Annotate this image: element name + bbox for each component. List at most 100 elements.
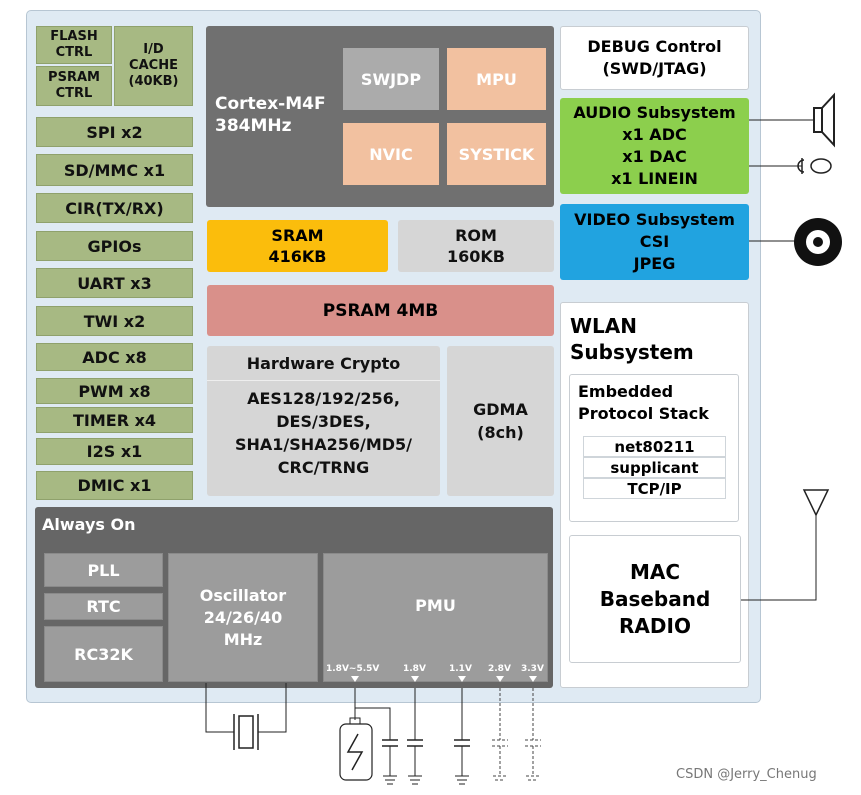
mpu-block: MPU	[447, 48, 546, 110]
protocol-stack-line-1: Embedded	[578, 382, 674, 401]
swjdp-block: SWJDP	[343, 48, 439, 110]
speaker-icon	[813, 92, 835, 148]
peripheral-block: CIR(TX/RX)	[36, 193, 193, 223]
pmu-label: PMU	[415, 596, 456, 615]
gdma-label: GDMA	[473, 400, 528, 419]
voltage-label: 2.8V	[488, 664, 511, 674]
voltage-label: 1.1V	[449, 664, 472, 674]
peripheral-block: TIMER x4	[36, 407, 193, 433]
debug-interfaces: (SWD/JTAG)	[602, 59, 707, 78]
nvic-block: NVIC	[343, 123, 439, 185]
watermark: CSDN @Jerry_Chenug	[676, 767, 817, 782]
oscillator-unit: MHz	[223, 629, 263, 649]
peripheral-block: SD/MMC x1	[36, 154, 193, 186]
debug-control-block: DEBUG Control (SWD/JTAG)	[560, 26, 749, 90]
cache-label: I/D CACHE (40KB)	[128, 42, 179, 89]
gdma-block: GDMA (8ch)	[447, 346, 554, 496]
systick-block: SYSTICK	[447, 123, 546, 185]
camera-lens-icon	[794, 218, 842, 266]
rc32k-block: RC32K	[44, 626, 163, 682]
video-title: VIDEO Subsystem	[574, 210, 735, 229]
flash-ctrl-block: FLASH CTRL	[36, 26, 112, 64]
peripheral-block: I2S x1	[36, 438, 193, 465]
psram-label: PSRAM 4MB	[322, 300, 439, 321]
audio-dac: x1 DAC	[622, 147, 687, 166]
peripheral-block: SPI x2	[36, 117, 193, 147]
capacitor-icon	[407, 739, 423, 785]
radio-label: RADIO	[619, 613, 691, 638]
stack-item-tcpip: TCP/IP	[583, 478, 726, 499]
crypto-line-3: SHA1/SHA256/MD5/	[235, 435, 412, 454]
debug-title: DEBUG Control	[587, 37, 722, 56]
peripheral-block: GPIOs	[36, 231, 193, 261]
audio-linein: x1 LINEIN	[611, 169, 698, 188]
pll-block: PLL	[44, 553, 163, 587]
core-title: Cortex-M4F 384MHz	[215, 93, 326, 137]
voltage-label: 3.3V	[521, 664, 544, 674]
stack-item-supplicant: supplicant	[583, 457, 726, 478]
peripheral-block: DMIC x1	[36, 471, 193, 500]
audio-adc: x1 ADC	[622, 125, 687, 144]
video-jpeg: JPEG	[633, 254, 676, 273]
crypto-line-2: DES/3DES,	[276, 412, 371, 431]
sram-size: 416KB	[268, 247, 327, 266]
battery-icon	[339, 717, 373, 781]
always-on-title: Always On	[42, 515, 136, 534]
peripheral-block: TWI x2	[36, 306, 193, 336]
gdma-channels: (8ch)	[477, 423, 524, 442]
swjdp-label: SWJDP	[360, 69, 422, 89]
wlan-title-line-2: Subsystem	[570, 340, 694, 364]
rom-label: ROM	[455, 226, 497, 245]
oscillator-label: Oscillator	[199, 585, 287, 605]
pmu-block: PMU	[323, 553, 548, 682]
optional-capacitor-icon	[492, 688, 508, 781]
sram-label: SRAM	[271, 226, 324, 245]
crypto-line-1: AES128/192/256,	[247, 389, 400, 408]
psram-ctrl-label: PSRAM CTRL	[48, 70, 100, 101]
voltage-label: 1.8V~5.5V	[326, 664, 380, 674]
capacitor-icon	[454, 739, 470, 785]
pll-label: PLL	[87, 560, 120, 580]
mac-baseband-radio-block: MAC Baseband RADIO	[569, 535, 741, 663]
core-frequency: 384MHz	[215, 116, 292, 136]
systick-label: SYSTICK	[458, 144, 535, 164]
baseband-label: Baseband	[599, 586, 711, 611]
oscillator-freqs: 24/26/40	[203, 607, 283, 627]
hardware-crypto-block: Hardware Crypto AES128/192/256, DES/3DES…	[207, 346, 440, 496]
stack-item-net80211: net80211	[583, 436, 726, 457]
cache-block: I/D CACHE (40KB)	[114, 26, 193, 106]
crypto-line-4: CRC/TRNG	[277, 458, 370, 477]
rom-block: ROM 160KB	[398, 220, 554, 272]
protocol-stack-line-2: Protocol Stack	[578, 404, 709, 423]
psram-block: PSRAM 4MB	[207, 285, 554, 336]
nvic-label: NVIC	[369, 144, 413, 164]
rtc-label: RTC	[86, 597, 121, 616]
oscillator-block: Oscillator 24/26/40 MHz	[168, 553, 318, 682]
rtc-block: RTC	[44, 593, 163, 620]
core-name: Cortex-M4F	[215, 94, 326, 114]
mac-label: MAC	[629, 559, 681, 584]
capacitor-icon	[382, 739, 398, 785]
crypto-title: Hardware Crypto	[207, 346, 440, 381]
voltage-label: 1.8V	[403, 664, 426, 674]
sram-block: SRAM 416KB	[207, 220, 388, 272]
mpu-label: MPU	[476, 69, 517, 89]
protocol-stack-title: Embedded Protocol Stack	[578, 381, 709, 425]
peripheral-block: ADC x8	[36, 343, 193, 371]
microphone-icon	[797, 158, 832, 174]
peripheral-block: PWM x8	[36, 378, 193, 404]
audio-title: AUDIO Subsystem	[573, 103, 736, 122]
antenna-icon	[802, 489, 830, 517]
audio-subsystem-block: AUDIO Subsystem x1 ADC x1 DAC x1 LINEIN	[560, 98, 749, 194]
optional-capacitor-icon	[525, 688, 541, 781]
video-csi: CSI	[639, 232, 670, 251]
video-subsystem-block: VIDEO Subsystem CSI JPEG	[560, 204, 749, 280]
rc32k-label: RC32K	[74, 644, 133, 664]
crypto-algorithms: AES128/192/256, DES/3DES, SHA1/SHA256/MD…	[207, 387, 440, 479]
peripheral-block: UART x3	[36, 268, 193, 298]
antenna-line	[741, 515, 817, 601]
psram-ctrl-block: PSRAM CTRL	[36, 66, 112, 106]
crystal-icon	[233, 714, 259, 750]
flash-ctrl-label: FLASH CTRL	[50, 29, 98, 60]
